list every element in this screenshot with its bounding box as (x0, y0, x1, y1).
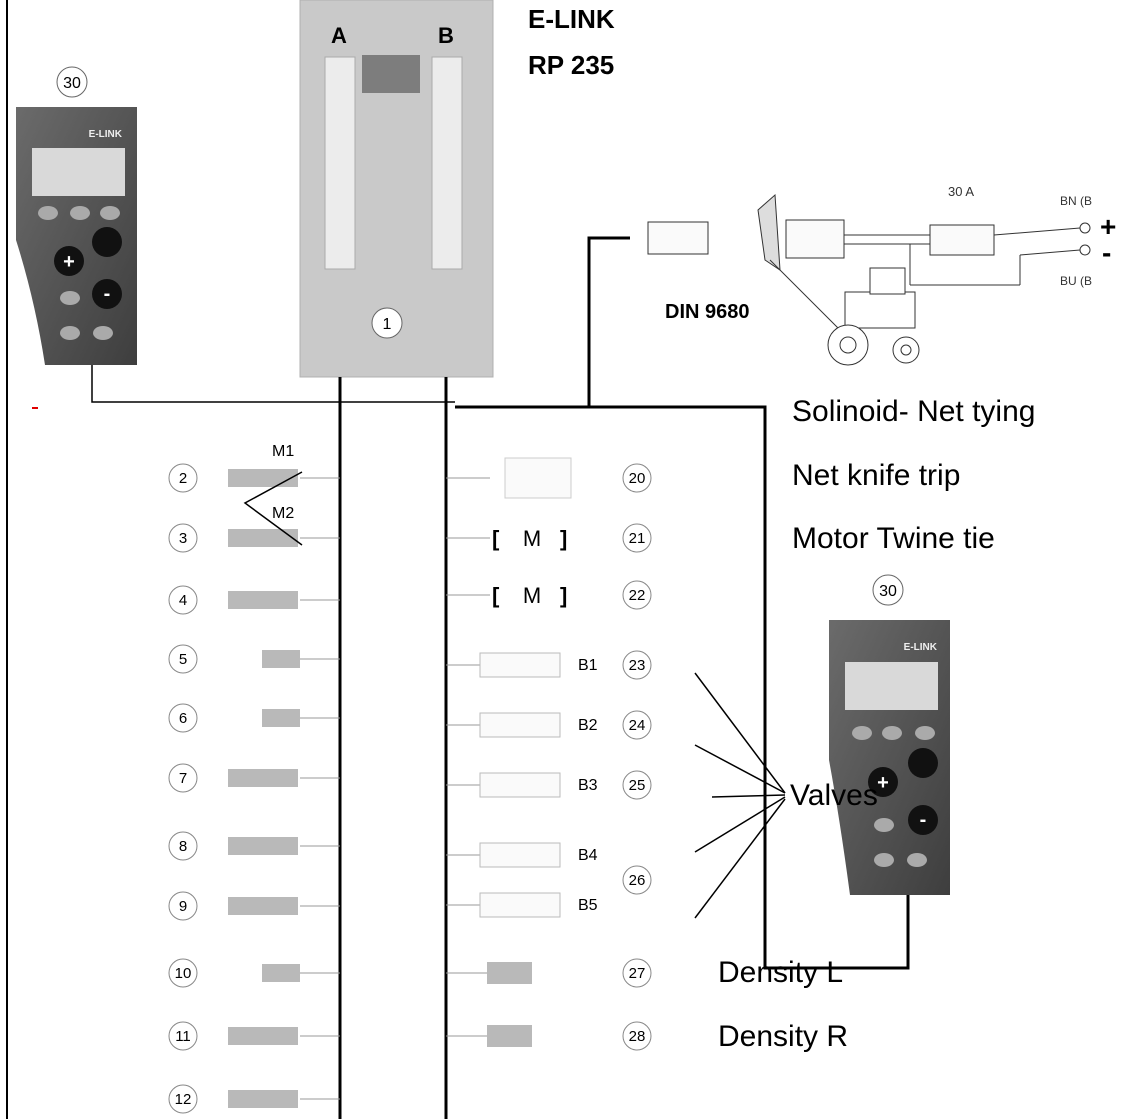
svg-text:]: ] (560, 526, 567, 551)
left-components: 2 M1 3 M2 4 5 6 7 8 9 10 11 12 (168, 443, 340, 1114)
connector-a (324, 56, 356, 270)
right-component-21: 21 M [] (446, 523, 652, 553)
right-component-number: 23 (629, 657, 646, 674)
tractor-icon (827, 267, 920, 366)
right-component-25: 25 B3 (446, 770, 652, 800)
left-component-number: 4 (179, 592, 187, 609)
right-component-number: 28 (629, 1028, 646, 1045)
right-component-20: 20 (446, 457, 652, 499)
right-component-27: 27 (446, 958, 652, 988)
fuse-label: 30 A (948, 184, 974, 199)
left-component-number: 7 (179, 770, 187, 787)
right-component-number: 26 (629, 872, 646, 889)
left-component-number: 10 (175, 965, 192, 982)
controller-right-screen (845, 662, 938, 710)
right-component-number: 25 (629, 777, 646, 794)
controller-right-brand: E-LINK (904, 642, 938, 653)
svg-text:[: [ (492, 583, 500, 608)
annotation-solenoid: Solinoid- Net tying (792, 395, 1035, 428)
svg-text:-: - (104, 283, 111, 305)
left-component-10: 10 (168, 958, 340, 988)
valve-label: B1 (578, 657, 598, 674)
annotation-density-r: Density R (718, 1020, 848, 1053)
left-component-label: M2 (272, 505, 294, 522)
module-number: 1 (383, 316, 392, 333)
valve-label: B4 (578, 847, 598, 864)
right-component-number: 21 (629, 530, 646, 547)
left-component-3: 3 M2 (168, 505, 340, 553)
left-component-5: 5 (168, 644, 340, 674)
svg-text:-: - (920, 809, 927, 831)
left-component-4: 4 (168, 585, 340, 615)
bu-label: BU (B (1060, 274, 1092, 288)
svg-text:+: + (63, 251, 75, 273)
valve-label: B2 (578, 717, 598, 734)
left-component-label: M1 (272, 443, 294, 460)
right-component-28: 28 (446, 1021, 652, 1051)
left-component-number: 6 (179, 710, 187, 727)
left-component-12: 12 (168, 1084, 340, 1114)
connector-b (431, 56, 463, 270)
controller-top-screen (32, 148, 125, 196)
left-component-number: 12 (175, 1091, 192, 1108)
left-component-number: 3 (179, 530, 187, 547)
right-component-number: 24 (629, 717, 646, 734)
svg-text:+: + (877, 772, 889, 794)
left-component-2: 2 M1 (168, 443, 340, 493)
motor-symbol: M (523, 526, 541, 551)
right-component-number: 27 (629, 965, 646, 982)
left-component-11: 11 (168, 1021, 340, 1051)
controller-top-left: 30 E-LINK + - (16, 66, 137, 365)
valve-label: B3 (578, 777, 598, 794)
left-component-number: 11 (175, 1028, 191, 1045)
right-component-B5: B5 (446, 892, 598, 918)
din-plug (647, 221, 709, 255)
right-component-26: 26 B4 (446, 842, 652, 895)
bn-label: BN (B (1060, 194, 1092, 208)
left-component-number: 8 (179, 838, 187, 855)
right-component-24: 24 B2 (446, 710, 652, 740)
left-component-7: 7 (168, 763, 340, 793)
left-component-9: 9 (168, 891, 340, 921)
svg-text:]: ] (560, 583, 567, 608)
left-component-6: 6 (168, 703, 340, 733)
controller-right-number: 30 (879, 583, 897, 600)
left-component-number: 5 (179, 651, 187, 668)
left-component-number: 2 (179, 470, 187, 487)
power-cable (647, 193, 1091, 331)
left-component-8: 8 (168, 831, 340, 861)
controller-top-brand: E-LINK (89, 129, 123, 140)
left-component-number: 9 (179, 898, 187, 915)
plus-terminal: + (1100, 211, 1116, 242)
wiring-lines (32, 236, 910, 1119)
right-component-number: 22 (629, 587, 646, 604)
title-line1: E-LINK (528, 4, 615, 34)
right-component-22: 22 M [] (446, 580, 652, 610)
valve-label: B5 (578, 897, 598, 914)
annotation-knife: Net knife trip (792, 459, 960, 492)
controller-top-number: 30 (63, 75, 81, 92)
right-component-number: 20 (629, 470, 646, 487)
connector-a-label: A (331, 23, 347, 48)
module-display (362, 55, 420, 93)
title-line2: RP 235 (528, 50, 614, 80)
fuse-holder (929, 224, 995, 256)
minus-terminal: - (1102, 237, 1111, 268)
annotation-valves: Valves (790, 779, 878, 812)
controller-right: 30 E-LINK + - (829, 574, 950, 895)
connector-label: DIN 9680 (665, 301, 750, 323)
annotation-motor: Motor Twine tie (792, 522, 995, 555)
elink-module: A B 1 (299, 0, 494, 378)
right-component-23: 23 B1 (446, 650, 652, 680)
annotation-density-l: Density L (718, 956, 843, 989)
annotation-arrows (243, 471, 786, 919)
motor-symbol: M (523, 583, 541, 608)
connector-b-label: B (438, 23, 454, 48)
svg-text:[: [ (492, 526, 500, 551)
